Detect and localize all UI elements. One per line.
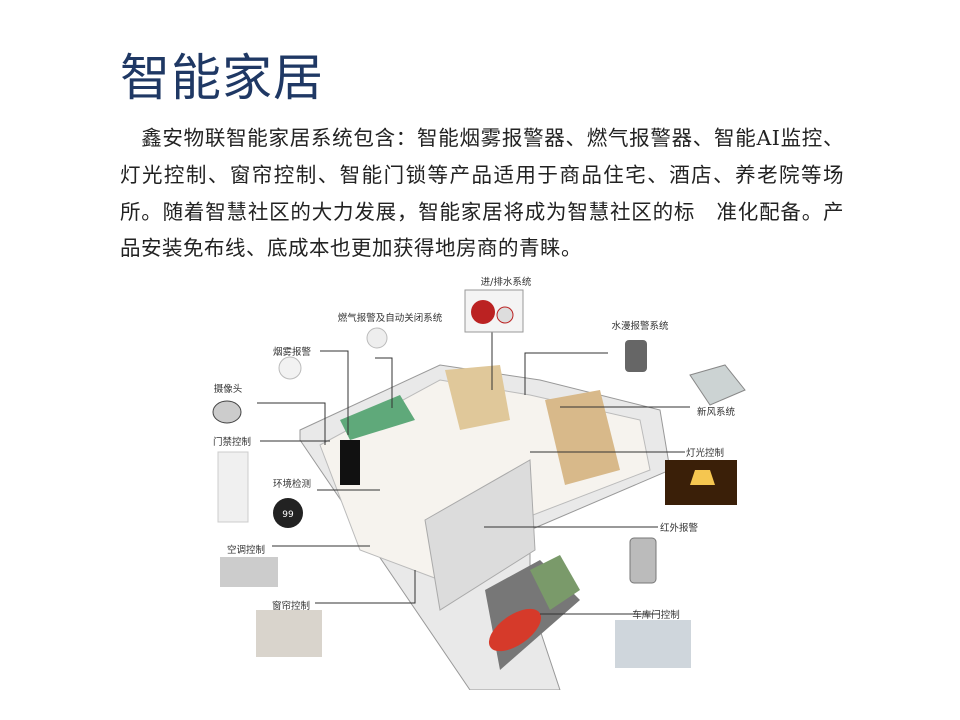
slide-body-text: 鑫安物联智能家居系统包含：智能烟雾报警器、燃气报警器、智能AI监控、灯光控制、窗…: [120, 126, 844, 261]
label-light-control: 灯光控制: [685, 448, 725, 459]
label-fresh-air: 新风系统: [696, 407, 736, 418]
label-garage-door: 车库门控制: [632, 610, 680, 621]
label-smoke-alarm: 烟雾报警: [272, 347, 312, 358]
house-illustration: 99: [212, 289, 746, 690]
label-infrared-alarm: 红外报警: [659, 523, 699, 534]
label-ac-control: 空调控制: [226, 545, 266, 556]
smart-home-diagram: 99 进/排水系统 燃气报警及自动关闭系统 水漫报警系统 烟雾报警 摄像头 新风…: [200, 270, 760, 690]
label-water-pump: 进/排水系统: [480, 277, 532, 288]
label-camera: 摄像头: [213, 384, 243, 395]
label-env-monitor: 环境检测: [272, 479, 312, 490]
slide-title: 智能家居: [120, 49, 324, 107]
label-gas-alarm: 燃气报警及自动关闭系统: [337, 313, 443, 324]
label-access-control: 门禁控制: [212, 437, 252, 448]
thermostat-reading: 99: [282, 510, 294, 520]
label-curtain-control: 窗帘控制: [271, 601, 311, 612]
label-flood-alarm: 水漫报警系统: [611, 321, 669, 332]
